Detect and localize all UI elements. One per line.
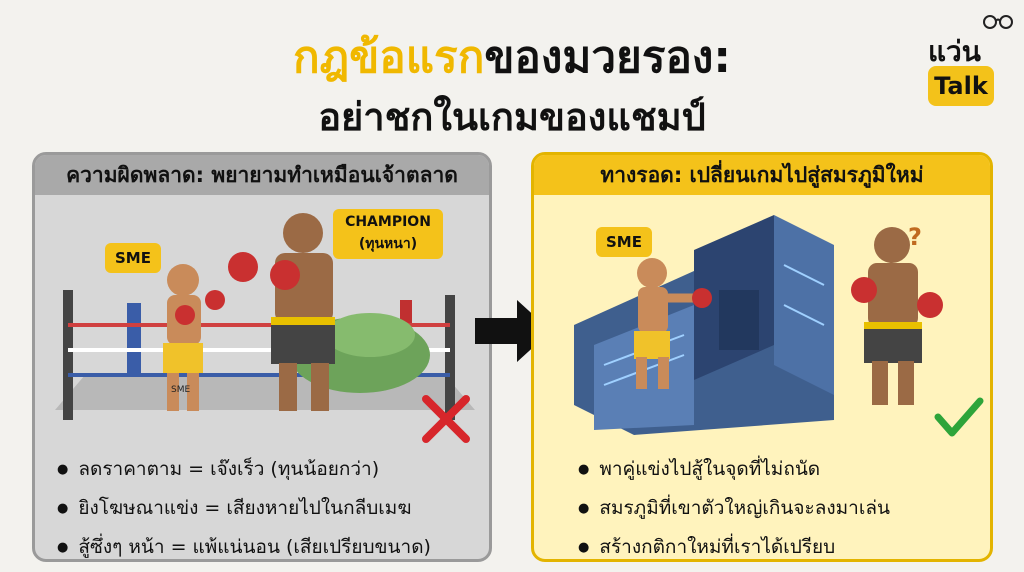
- list-item: สร้างกติกาใหม่ที่เราได้เปรียบ: [578, 529, 890, 559]
- list-item: ยิงโฆษณาแข่ง = เสียงหายไปในกลีบเมฆ: [57, 490, 431, 529]
- brand-tag: Talk: [928, 66, 994, 106]
- title-highlight: กฎข้อแรก: [293, 32, 485, 83]
- shorts-text: SME: [171, 385, 191, 395]
- list-item: สมรภูมิที่เขาตัวใหญ่เกินจะลงมาเล่น: [578, 490, 890, 529]
- list-item: ลดราคาตาม = เจ๊งเร็ว (ทุนน้อยกว่า): [57, 451, 431, 490]
- list-item: สู้ซึ่งๆ หน้า = แพ้แน่นอน (เสียเปรียบขนา…: [57, 529, 431, 559]
- solution-panel-header: ทางรอด: เปลี่ยนเกมไปสู่สมรภูมิใหม่: [534, 155, 990, 195]
- brand-logo: แว่น Talk: [926, 12, 1016, 112]
- cross-icon: [422, 395, 470, 443]
- title-line-1: กฎข้อแรกของมวยรอง:: [0, 30, 1024, 86]
- glasses-icon: [983, 15, 1013, 29]
- sme-label: SME: [596, 227, 652, 257]
- champion-label: CHAMPION (ทุนหนา): [333, 209, 443, 259]
- boxing-ring-scene: SME CHAMPION (ทุนหนา) SME: [35, 195, 489, 443]
- boxing-ring-illustration: [55, 213, 475, 420]
- check-icon: [934, 397, 984, 437]
- sme-label: SME: [105, 243, 161, 273]
- mistake-bullet-list: ลดราคาตาม = เจ๊งเร็ว (ทุนน้อยกว่า) ยิงโฆ…: [57, 451, 431, 559]
- question-mark: ?: [908, 223, 922, 251]
- new-arena-illustration: [574, 215, 943, 435]
- new-arena-scene: SME ?: [534, 195, 990, 440]
- solution-bullet-list: พาคู่แข่งไปสู้ในจุดที่ไม่ถนัด สมรภูมิที่…: [578, 451, 890, 559]
- brand-word: แว่น: [928, 35, 981, 68]
- mistake-panel-header: ความผิดพลาด: พยายามทำเหมือนเจ้าตลาด: [35, 155, 489, 195]
- title-rest: ของมวยรอง:: [484, 32, 731, 83]
- list-item: พาคู่แข่งไปสู้ในจุดที่ไม่ถนัด: [578, 451, 890, 490]
- solution-panel: ทางรอด: เปลี่ยนเกมไปสู่สมรภูมิใหม่: [531, 152, 993, 562]
- title-line-2: อย่าชกในเกมของแชมป์: [318, 95, 706, 139]
- mistake-panel: ความผิดพลาด: พยายามทำเหมือนเจ้าตลาด: [32, 152, 492, 562]
